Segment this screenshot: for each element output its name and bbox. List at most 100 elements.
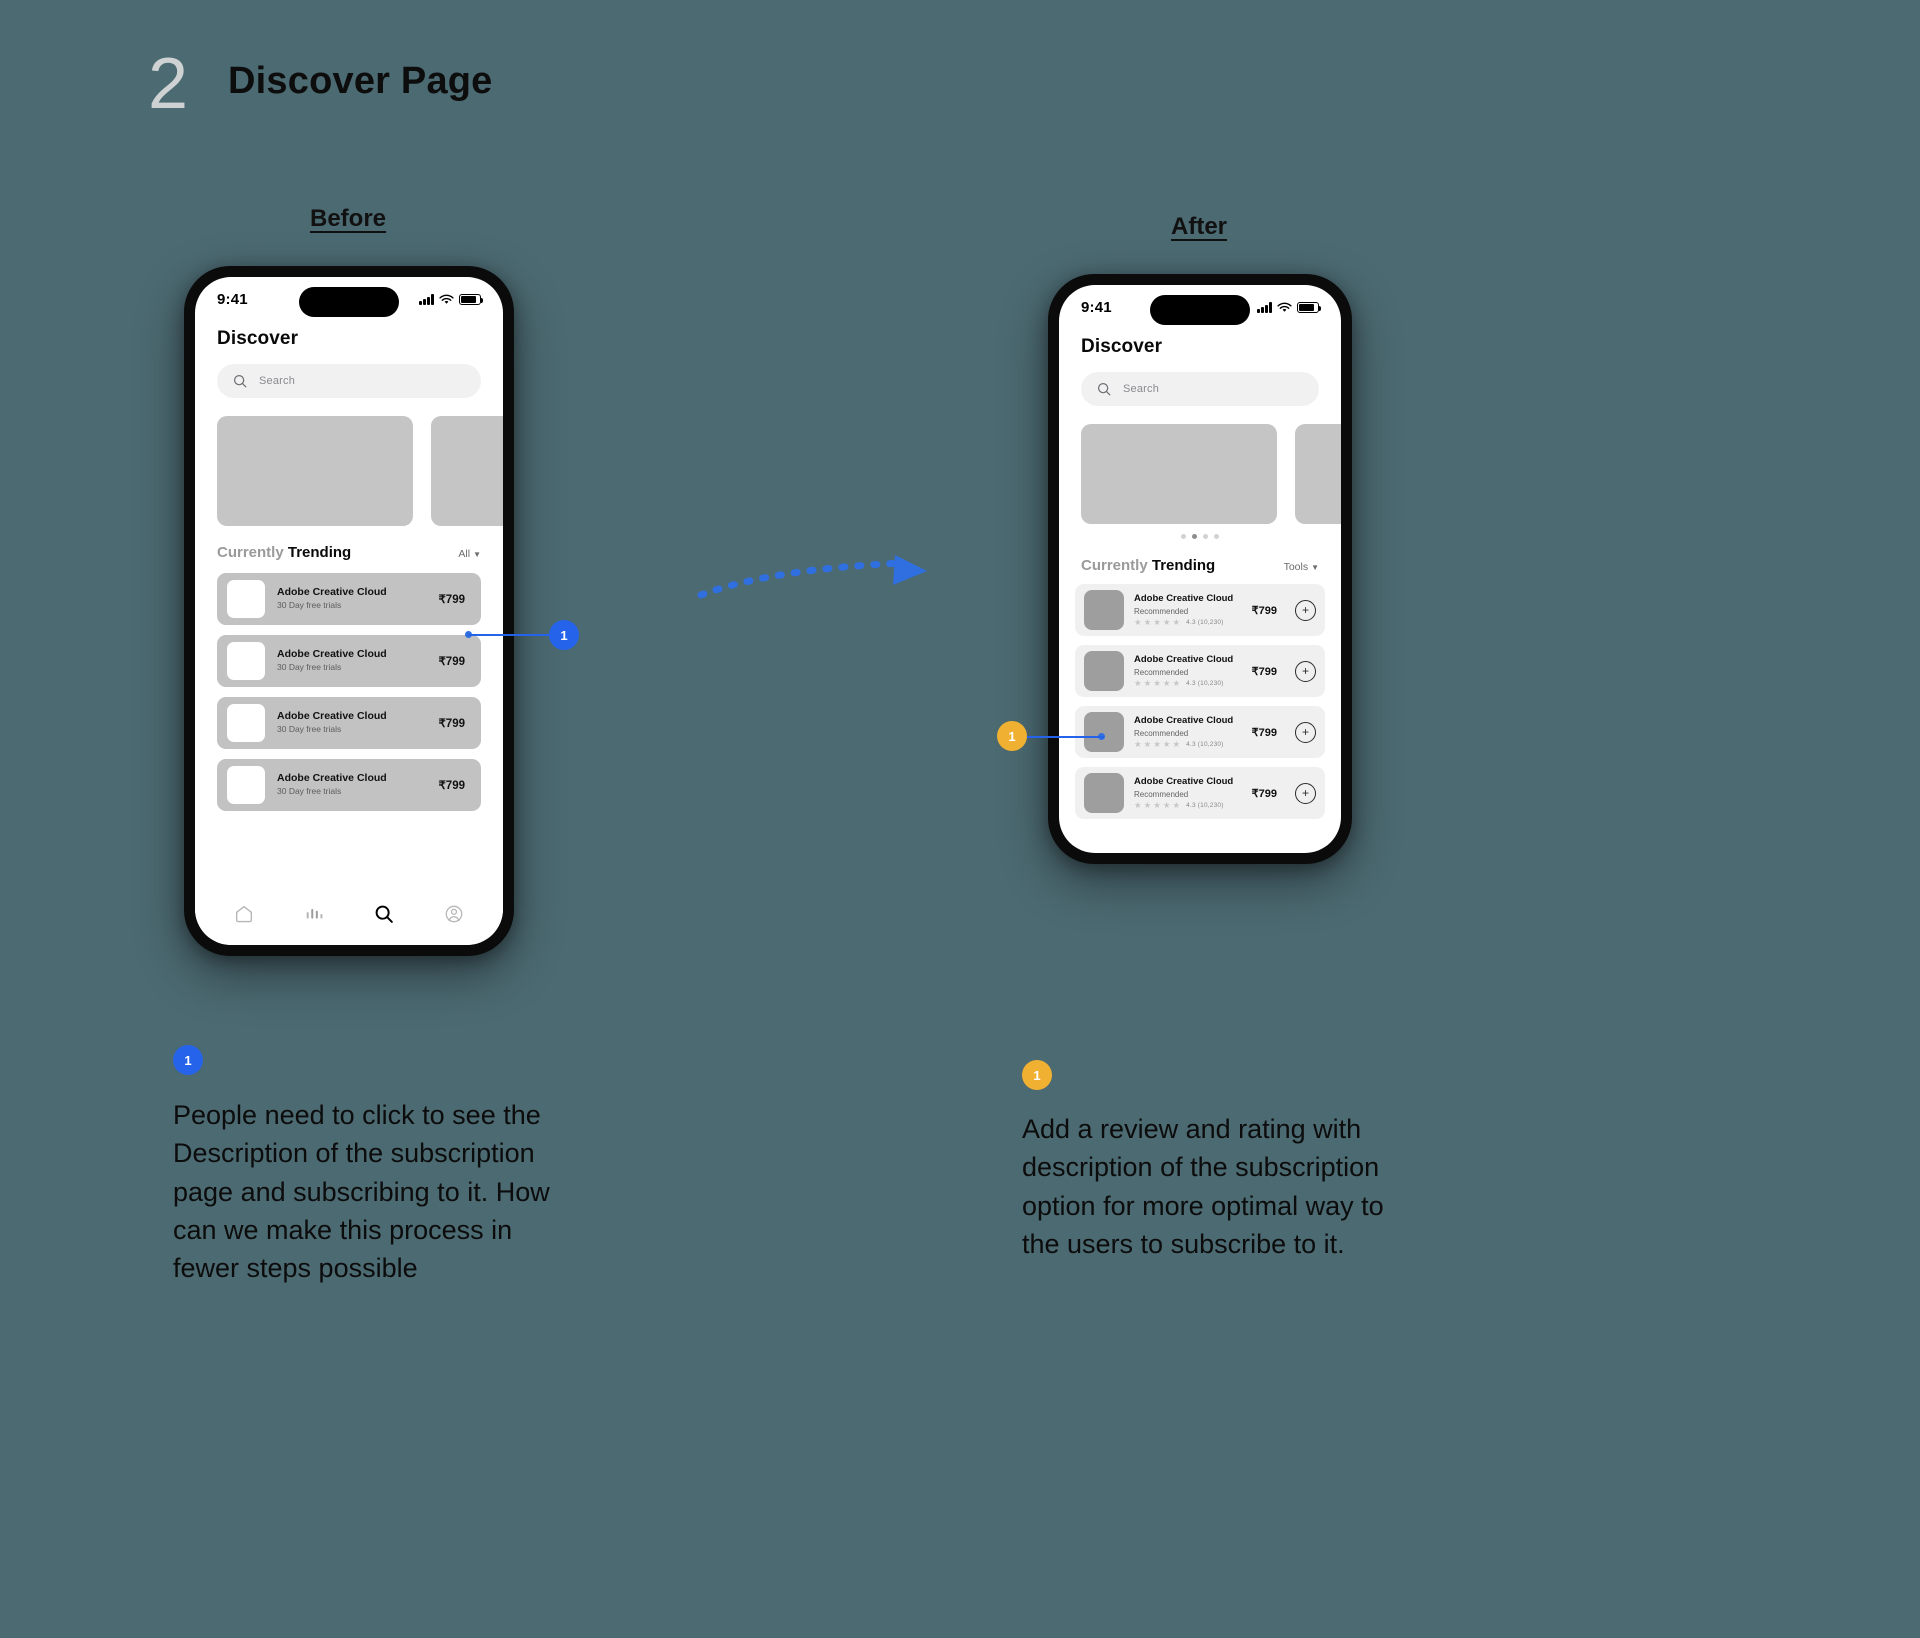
item-price: ₹799 — [438, 718, 465, 730]
star-icon: ★ — [1153, 617, 1161, 628]
status-bar: 9:41 — [1059, 285, 1341, 325]
dynamic-island — [299, 287, 399, 317]
home-icon[interactable] — [233, 903, 255, 925]
list-item[interactable]: Adobe Creative Cloud Recommended ★ ★ ★ ★… — [1075, 767, 1325, 819]
star-icon: ★ — [1153, 678, 1161, 689]
chevron-down-icon: ▼ — [1311, 562, 1319, 572]
rating-row: ★ ★ ★ ★ ★ 4.3 (10,230) — [1134, 801, 1242, 810]
status-bar: 9:41 — [195, 277, 503, 317]
section-title-light: Currently — [217, 544, 288, 561]
item-name: Adobe Creative Cloud — [277, 648, 387, 661]
star-icon: ★ — [1134, 617, 1142, 628]
before-screen: 9:41 Discover Search — [195, 277, 503, 945]
item-subtitle: 30 Day free trials — [277, 662, 342, 673]
list-item[interactable]: Adobe Creative Cloud 30 Day free trials … — [217, 635, 481, 687]
after-phone-mockup: 9:41 Discover Search — [1048, 274, 1352, 864]
trending-list: Adobe Creative Cloud Recommended ★ ★ ★ ★… — [1059, 584, 1341, 819]
star-icon: ★ — [1153, 800, 1161, 811]
callout-leader-line — [468, 634, 552, 636]
wifi-icon — [439, 294, 454, 304]
flow-arrow-icon — [697, 555, 927, 599]
section-title: Currently Trending — [1081, 557, 1215, 574]
search-input[interactable]: Search — [1081, 372, 1319, 406]
item-subtitle: Recommended — [1134, 789, 1189, 799]
add-subscription-button[interactable]: + — [1295, 721, 1316, 743]
search-icon[interactable] — [373, 903, 395, 925]
item-price: ₹799 — [1251, 665, 1277, 678]
page-dot[interactable] — [1203, 534, 1208, 539]
add-subscription-button[interactable]: + — [1295, 599, 1316, 621]
app-thumbnail — [227, 642, 265, 680]
item-price: ₹799 — [438, 780, 465, 792]
screen-title: Discover — [217, 328, 299, 349]
page-dot-active[interactable] — [1192, 534, 1197, 539]
featured-carousel[interactable] — [217, 416, 503, 526]
star-icon: ★ — [1143, 739, 1152, 750]
carousel-image[interactable] — [1081, 424, 1277, 524]
list-item[interactable]: Adobe Creative Cloud 30 Day free trials … — [217, 759, 481, 811]
after-screen: 9:41 Discover Search — [1059, 285, 1341, 853]
star-icon: ★ — [1162, 800, 1171, 811]
rating-row: ★ ★ ★ ★ ★ 4.3 (10,230) — [1134, 740, 1242, 749]
app-thumbnail — [1084, 651, 1124, 691]
step-number: 2 — [148, 44, 189, 124]
app-thumbnail — [227, 766, 265, 804]
search-input[interactable]: Search — [217, 364, 481, 398]
add-subscription-button[interactable]: + — [1295, 660, 1316, 682]
star-icon: ★ — [1134, 800, 1142, 811]
rating-count: 4.3 (10,230) — [1186, 618, 1224, 626]
item-price: ₹799 — [1251, 787, 1277, 800]
featured-carousel[interactable] — [1081, 424, 1341, 524]
caption-marker-before: 1 — [173, 1045, 203, 1075]
caption-marker-after: 1 — [1022, 1060, 1052, 1090]
star-icon: ★ — [1172, 678, 1181, 689]
filter-dropdown-all[interactable]: All ▼ — [458, 548, 481, 560]
item-subtitle: 30 Day free trials — [277, 600, 342, 611]
rating-row: ★ ★ ★ ★ ★ 4.3 (10,230) — [1134, 679, 1242, 688]
profile-icon[interactable] — [443, 903, 465, 925]
star-icon: ★ — [1153, 739, 1161, 750]
list-item[interactable]: Adobe Creative Cloud Recommended ★ ★ ★ ★… — [1075, 584, 1325, 636]
app-thumbnail — [1084, 712, 1124, 752]
star-icon: ★ — [1162, 617, 1171, 628]
item-subtitle: Recommended — [1134, 606, 1189, 616]
list-item[interactable]: Adobe Creative Cloud 30 Day free trials … — [217, 697, 481, 749]
page-dot[interactable] — [1214, 534, 1219, 539]
item-name: Adobe Creative Cloud — [1134, 715, 1234, 727]
star-icon: ★ — [1172, 617, 1181, 628]
carousel-image[interactable] — [217, 416, 413, 526]
page-dot[interactable] — [1181, 534, 1186, 539]
item-subtitle: 30 Day free trials — [277, 786, 342, 797]
caption-after: Add a review and rating with description… — [1022, 1114, 1384, 1259]
callout-leader-line — [1024, 736, 1104, 738]
item-price: ₹799 — [1251, 604, 1277, 617]
app-thumbnail — [227, 704, 265, 742]
callout-marker-after[interactable]: 1 — [997, 721, 1027, 751]
search-placeholder: Search — [259, 375, 296, 387]
filter-label: Tools — [1283, 561, 1309, 573]
star-icon: ★ — [1172, 800, 1181, 811]
battery-icon — [1297, 302, 1322, 313]
add-subscription-button[interactable]: + — [1295, 782, 1316, 804]
carousel-image[interactable] — [1295, 424, 1341, 524]
carousel-image[interactable] — [431, 416, 503, 526]
list-item[interactable]: Adobe Creative Cloud Recommended ★ ★ ★ ★… — [1075, 706, 1325, 758]
carousel-pagination-dots[interactable] — [1059, 534, 1341, 539]
dynamic-island — [1150, 295, 1250, 325]
filter-dropdown-tools[interactable]: Tools ▼ — [1284, 561, 1319, 573]
item-price: ₹799 — [1251, 726, 1277, 739]
section-header: Currently Trending All ▼ — [195, 544, 503, 561]
callout-marker-before[interactable]: 1 — [549, 620, 579, 650]
list-item[interactable]: Adobe Creative Cloud Recommended ★ ★ ★ ★… — [1075, 645, 1325, 697]
item-price: ₹799 — [438, 594, 465, 606]
list-item[interactable]: Adobe Creative Cloud 30 Day free trials … — [217, 573, 481, 625]
star-icon: ★ — [1143, 800, 1152, 811]
item-name: Adobe Creative Cloud — [1134, 776, 1234, 788]
filter-label: All — [458, 548, 471, 560]
app-thumbnail — [1084, 590, 1124, 630]
caption-before: People need to click to see the Descript… — [173, 1100, 550, 1284]
section-title: Currently Trending — [217, 544, 351, 561]
item-subtitle: 30 Day free trials — [277, 724, 342, 735]
bar-chart-icon[interactable] — [303, 903, 325, 925]
